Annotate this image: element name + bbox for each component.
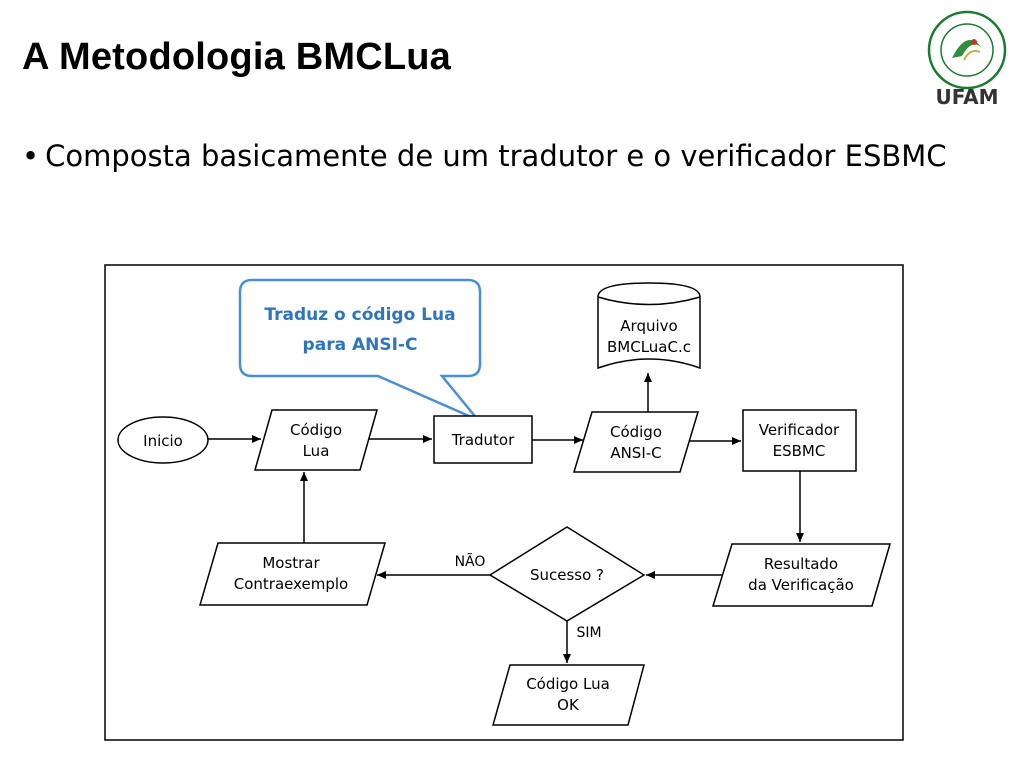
codigo-ok-node: [492, 664, 645, 726]
arquivo-line-2: BMCLuaC.c: [607, 338, 691, 356]
ufam-logo: UFAM: [927, 10, 1007, 108]
bullet-text: Composta basicamente de um tradutor e o …: [45, 139, 947, 173]
resultado-line-2: da Verificação: [748, 576, 854, 594]
resultado-line-1: Resultado: [764, 555, 838, 573]
tradutor-node: [433, 415, 533, 464]
codigo-ansi-line-2: ANSI-C: [610, 444, 661, 462]
codigo-ansi-node: [572, 411, 700, 473]
codigo-ok-line-1: Código Lua: [526, 675, 610, 693]
codigo-lua-line-2: Lua: [303, 442, 330, 460]
arquivo-node: [597, 282, 701, 370]
codigo-lua-node: [254, 409, 378, 471]
callout-line-2: para ANSI-C: [303, 335, 418, 355]
codigo-ok-line-2: OK: [557, 696, 580, 714]
start-node: [117, 416, 209, 464]
tradutor-label: Tradutor: [451, 431, 515, 449]
diagram-frame: [104, 264, 904, 741]
callout-line-1: Traduz o código Lua: [264, 305, 455, 325]
verificador-node: [742, 409, 857, 472]
edge-label-sim: SIM: [576, 625, 601, 641]
arquivo-line-1: Arquivo: [620, 317, 677, 335]
bullet-dot: •: [22, 139, 40, 173]
logo-text: UFAM: [936, 85, 999, 108]
resultado-node: [711, 543, 891, 607]
verificador-line-2: ESBMC: [773, 442, 826, 460]
sucesso-label: Sucesso ?: [530, 566, 604, 584]
codigo-lua-line-1: Código: [290, 421, 342, 439]
verificador-line-1: Verificador: [759, 421, 840, 439]
codigo-ansi-line-1: Código: [610, 423, 662, 441]
mostrar-line-1: Mostrar: [262, 554, 320, 572]
mostrar-line-2: Contraexemplo: [234, 575, 349, 593]
bullet-item: •Composta basicamente de um tradutor e o…: [22, 132, 998, 180]
edge-label-nao: NÃO: [455, 553, 486, 570]
start-node-label: Inicio: [143, 432, 183, 450]
mostrar-node: [199, 542, 386, 606]
page-title: A Metodologia BMCLua: [22, 36, 451, 78]
